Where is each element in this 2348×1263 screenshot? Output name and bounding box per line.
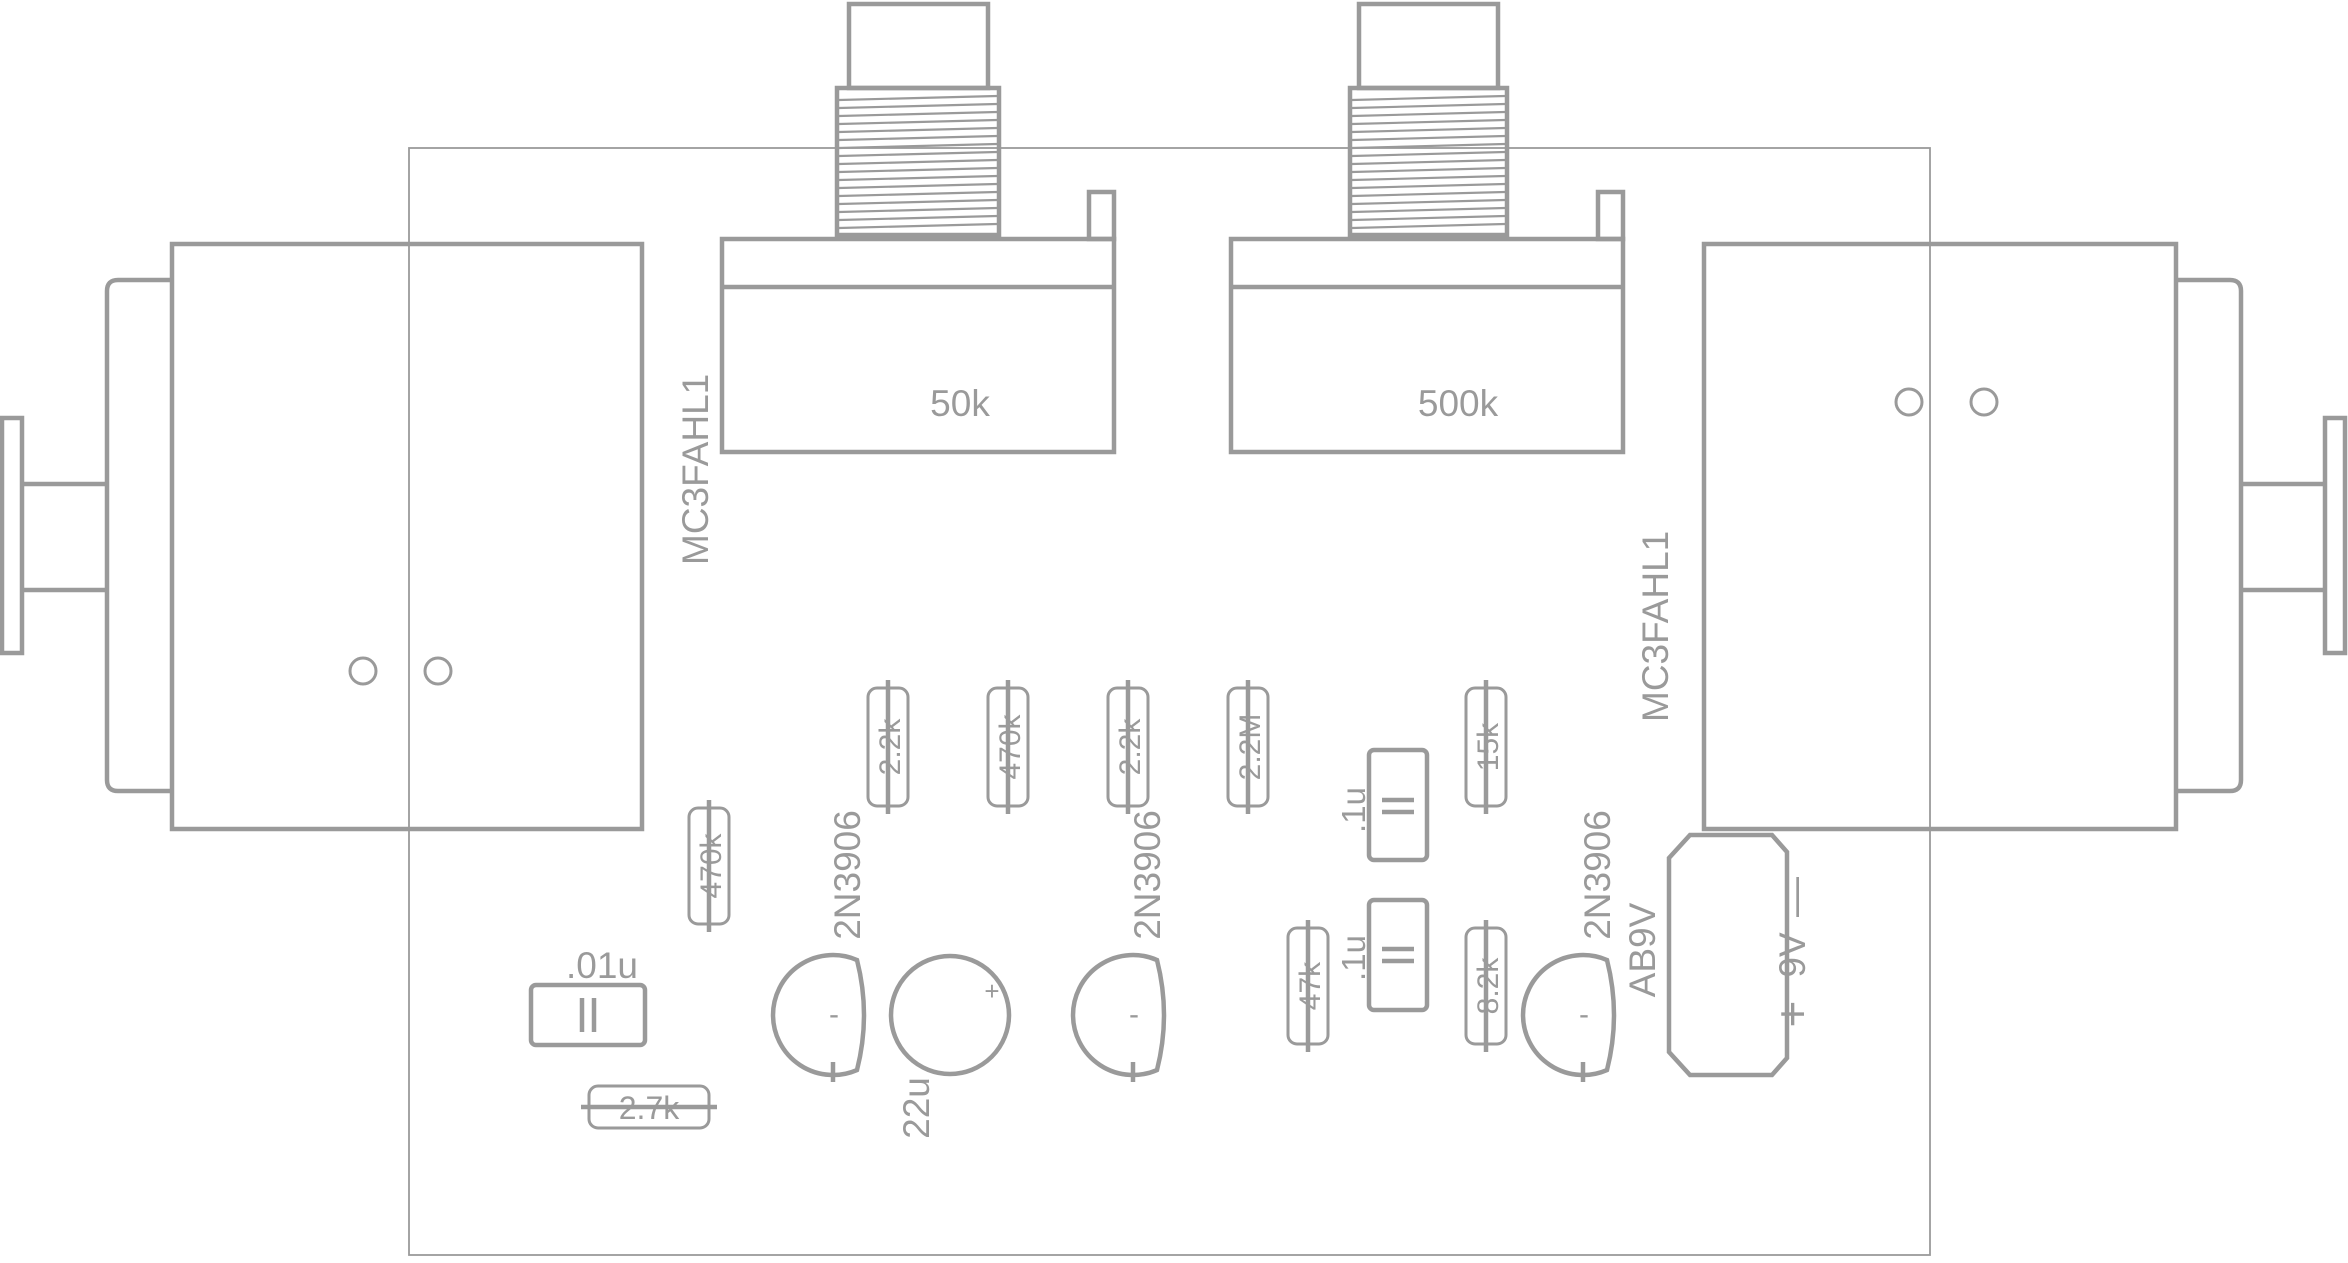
capacitor-c1: [1366, 747, 1430, 863]
transistor-q3-mark: -: [1579, 998, 1589, 1031]
resistor-r2-value: 470k: [994, 713, 1027, 779]
resistor-r8-value: 8.2k: [1472, 957, 1505, 1015]
thread-line: [1351, 174, 1506, 182]
resistor-r9-value: 2.7k: [619, 1090, 680, 1126]
resistor-r5: 15k: [1464, 680, 1508, 814]
battery-plus: +: [1766, 1001, 1818, 1028]
thread-line: [838, 118, 998, 126]
thread-line: [838, 198, 998, 206]
thread-line: [838, 166, 998, 174]
thread-line: [838, 206, 998, 214]
thread-line: [1351, 158, 1506, 166]
thread-line: [838, 150, 998, 158]
resistor-r7: 47k: [1286, 920, 1330, 1052]
potentiometer-left: [719, 1, 1117, 455]
battery-connector: [1666, 832, 1790, 1078]
capacitor-c2: [1366, 897, 1430, 1013]
resistor-r3: 2.2k: [1106, 680, 1150, 814]
resistor-r2: 470k: [986, 680, 1030, 814]
capacitor-c3-value: .01u: [566, 945, 638, 986]
thread-line: [838, 134, 998, 142]
thread-line: [1351, 110, 1506, 118]
thread-line: [1351, 206, 1506, 214]
electrolytic-polarity: +: [984, 976, 999, 1006]
thread-line: [838, 214, 998, 222]
thread-line: [838, 142, 998, 150]
thread-line: [1351, 118, 1506, 126]
thread-line: [1351, 198, 1506, 206]
thread-line: [1351, 126, 1506, 134]
resistor-r6: 470k: [687, 800, 731, 932]
thread-line: [838, 158, 998, 166]
thread-line: [1351, 142, 1506, 150]
resistor-r1: 2.2k: [866, 680, 910, 814]
thread-line: [838, 94, 998, 102]
transistor-q2-part: 2N3906: [1127, 810, 1168, 940]
resistor-r1-value: 2.2k: [874, 718, 907, 776]
pot-left-value: 50k: [930, 383, 990, 424]
thread-line: [838, 190, 998, 198]
footswitch-right: [1701, 241, 2348, 832]
thread-line: [838, 174, 998, 182]
thread-line: [838, 110, 998, 118]
pcb-outline: [408, 147, 1931, 1256]
resistor-r4-value: 2.2M: [1234, 714, 1267, 781]
transistor-q1-part: 2N3906: [827, 810, 868, 940]
switch-left-label: MC3FAHL1: [675, 374, 716, 565]
switch-right-label: MC3FAHL1: [1635, 531, 1676, 722]
resistor-r9: 2.7k: [581, 1084, 717, 1130]
battery-voltage: 9V: [1772, 932, 1813, 978]
thread-line: [838, 182, 998, 190]
thread-line: [1351, 190, 1506, 198]
capacitor-c2-value: .1u: [1335, 935, 1372, 981]
resistor-r5-value: 15k: [1472, 722, 1505, 771]
transistor-q2: -: [1070, 952, 1167, 1082]
battery-label: AB9V: [1622, 902, 1663, 997]
resistor-r7-value: 47k: [1294, 961, 1327, 1010]
capacitor-c1-value: .1u: [1335, 787, 1372, 833]
electrolytic-capacitor: [888, 953, 1012, 1077]
capacitor-c3: [528, 982, 648, 1048]
pot-right-value: 500k: [1418, 383, 1499, 424]
thread-line: [1351, 182, 1506, 190]
resistor-r4: 2.2M: [1226, 680, 1270, 814]
resistor-r6-value: 470k: [695, 832, 728, 898]
battery-minus: —: [1773, 877, 1817, 917]
transistor-q1: -: [770, 952, 867, 1082]
thread-line: [1351, 222, 1506, 230]
thread-line: [1351, 166, 1506, 174]
electrolytic-value: 22u: [896, 1077, 937, 1139]
footswitch-left: [0, 241, 645, 832]
thread-line: [1351, 150, 1506, 158]
resistor-r3-value: 2.2k: [1114, 718, 1147, 776]
resistor-r8: 8.2k: [1464, 920, 1508, 1052]
potentiometer-right: [1228, 1, 1626, 455]
transistor-q3-part: 2N3906: [1577, 810, 1618, 940]
thread-line: [838, 126, 998, 134]
thread-line: [838, 102, 998, 110]
thread-line: [1351, 134, 1506, 142]
thread-line: [1351, 214, 1506, 222]
transistor-q3: -: [1520, 952, 1617, 1082]
thread-line: [1351, 94, 1506, 102]
transistor-q2-mark: -: [1129, 998, 1139, 1031]
transistor-q1-mark: -: [829, 998, 839, 1031]
thread-line: [1351, 102, 1506, 110]
thread-line: [838, 222, 998, 230]
